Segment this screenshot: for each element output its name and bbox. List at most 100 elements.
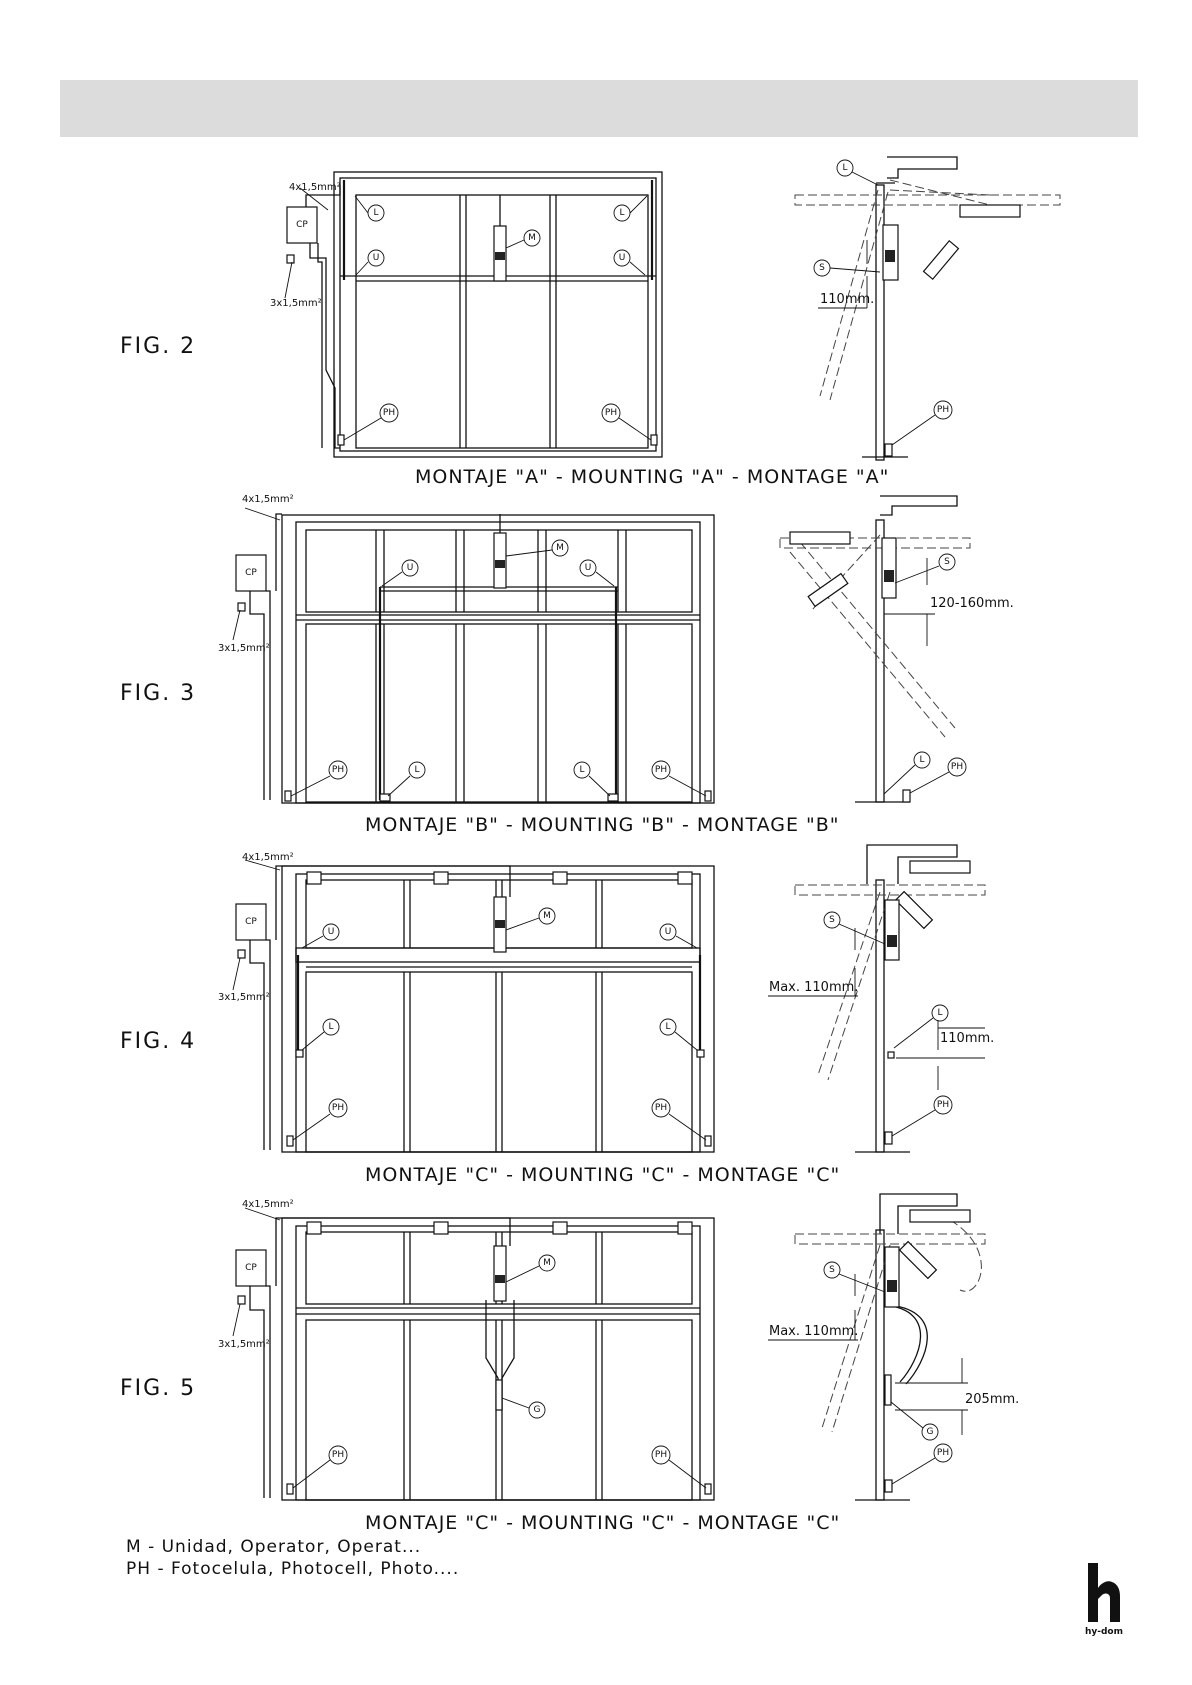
side-view: S L PH Max. 110mm. 110mm.: [768, 844, 994, 1153]
svg-text:PH: PH: [383, 408, 395, 418]
tag-U: U: [301, 923, 340, 949]
side-dimension: 120-160mm.: [930, 596, 1014, 611]
svg-text:S: S: [829, 915, 835, 925]
side-dimension: 205mm.: [965, 1392, 1019, 1407]
tag-U: U: [659, 923, 698, 949]
side-tag-G: G: [890, 1401, 939, 1441]
front-view: CP 4x1,5mm² 3x1,5mm² M U U PH L L PH: [218, 494, 715, 804]
svg-text:S: S: [829, 1265, 835, 1275]
svg-text:L: L: [665, 1022, 670, 1032]
svg-text:S: S: [819, 263, 825, 273]
tag-M: M: [505, 229, 541, 249]
tag-U: U: [381, 559, 419, 587]
cp-label: CP: [245, 568, 257, 578]
tag-U: U: [613, 249, 646, 276]
side-dimension: 110mm.: [820, 292, 874, 307]
cable-top-label: 4x1,5mm²: [242, 1199, 294, 1210]
svg-text:M: M: [556, 543, 564, 553]
svg-text:L: L: [414, 765, 419, 775]
side-tag-S: S: [823, 1261, 886, 1293]
front-view: CP 4x1,5mm² 3x1,5mm² L L M U U PH PH: [270, 171, 663, 458]
cp-label: CP: [296, 220, 308, 230]
side-tag-PH: PH: [891, 1443, 953, 1485]
tag-PH: PH: [651, 1445, 707, 1489]
svg-text:PH: PH: [937, 1448, 949, 1458]
svg-text:L: L: [842, 163, 847, 173]
tag-M: M: [505, 907, 556, 931]
side-tag-PH: PH: [909, 757, 967, 794]
svg-text:PH: PH: [937, 405, 949, 415]
svg-text:L: L: [919, 755, 924, 765]
cable-bottom-label: 3x1,5mm²: [218, 643, 270, 654]
tag-L: L: [613, 195, 648, 222]
svg-text:PH: PH: [332, 765, 344, 775]
svg-text:L: L: [937, 1008, 942, 1018]
hy-dom-logo: hy-dom: [1085, 1563, 1123, 1637]
svg-text:L: L: [328, 1022, 333, 1032]
figure-label: FIG. 2: [120, 334, 196, 359]
figure-5: FIG. 5 CP: [120, 1193, 1019, 1534]
tag-M: M: [505, 539, 569, 557]
svg-text:PH: PH: [655, 1103, 667, 1113]
side-tag-PH: PH: [891, 400, 953, 446]
svg-text:PH: PH: [655, 765, 667, 775]
tag-PH: PH: [601, 403, 652, 441]
side-view: S G PH Max. 110mm. 205mm.: [768, 1193, 1019, 1501]
figure-4: FIG. 4 CP: [120, 844, 994, 1186]
tag-PH: PH: [651, 1098, 707, 1141]
svg-text:M: M: [543, 911, 551, 921]
svg-text:U: U: [665, 927, 672, 937]
side-dimension: Max. 110mm.: [769, 980, 858, 995]
svg-text:U: U: [328, 927, 335, 937]
side-tag-S: S: [813, 259, 881, 277]
tag-L: L: [573, 761, 611, 797]
legend-line: M - Unidad, Operator, Operat...: [126, 1537, 421, 1557]
svg-text:S: S: [944, 557, 950, 567]
logo-text: hy-dom: [1085, 1627, 1123, 1637]
side-tag-S: S: [894, 553, 956, 584]
svg-text:U: U: [407, 563, 414, 573]
side-dimension: Max. 110mm.: [769, 1324, 858, 1339]
figure-caption: MONTAJE "B" - MOUNTING "B" - MONTAGE "B": [365, 814, 840, 836]
header-band: [60, 80, 1138, 137]
tag-L: L: [387, 761, 426, 797]
tag-PH: PH: [651, 760, 707, 797]
cable-bottom-label: 3x1,5mm²: [270, 298, 322, 309]
side-tag-PH: PH: [891, 1095, 953, 1137]
figure-label: FIG. 3: [120, 681, 196, 706]
front-view: CP 4x1,5mm² 3x1,5mm² U M U L L PH PH: [218, 852, 715, 1153]
svg-text:U: U: [373, 253, 380, 263]
cable-top-label: 4x1,5mm²: [242, 852, 294, 863]
side-dimension: 110mm.: [940, 1031, 994, 1046]
tag-PH: PH: [343, 403, 399, 441]
svg-text:L: L: [373, 208, 378, 218]
svg-text:G: G: [534, 1405, 541, 1415]
tag-M: M: [505, 1254, 556, 1283]
tag-PH: PH: [292, 1098, 348, 1141]
front-view: CP 4x1,5mm² 3x1,5mm² M G PH PH: [218, 1199, 715, 1501]
svg-text:PH: PH: [951, 762, 963, 772]
svg-text:PH: PH: [605, 408, 617, 418]
side-view: L S PH 110mm.: [794, 156, 1061, 461]
side-tag-S: S: [823, 911, 886, 945]
svg-text:U: U: [585, 563, 592, 573]
figure-label: FIG. 4: [120, 1029, 196, 1054]
cable-top-label: 4x1,5mm²: [242, 494, 294, 505]
cp-label: CP: [245, 1263, 257, 1273]
tag-L: L: [354, 195, 385, 222]
svg-text:U: U: [619, 253, 626, 263]
cable-top-label: 4x1,5mm²: [289, 182, 341, 193]
tag-PH: PH: [290, 760, 348, 797]
side-view: S L PH 120-160mm.: [779, 495, 1014, 803]
side-tag-L: L: [883, 751, 931, 795]
svg-text:PH: PH: [937, 1100, 949, 1110]
figure-caption: MONTAJE "A" - MOUNTING "A" - MONTAGE "A": [415, 466, 889, 488]
tag-L: L: [659, 1018, 698, 1051]
tag-U: U: [579, 559, 615, 587]
svg-text:PH: PH: [332, 1450, 344, 1460]
cp-label: CP: [245, 917, 257, 927]
svg-text:M: M: [543, 1258, 551, 1268]
svg-text:PH: PH: [332, 1103, 344, 1113]
figure-3: FIG. 3 CP: [120, 494, 1014, 836]
